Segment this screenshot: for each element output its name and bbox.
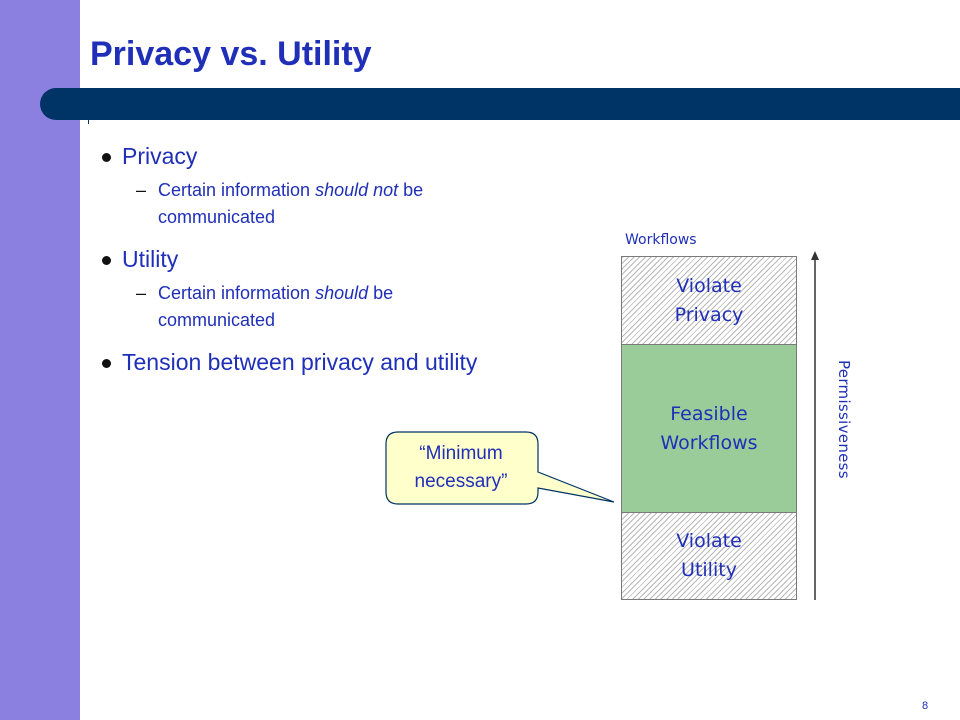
workflow-stack: Violate Privacy Feasible Workflows Viola… [621,256,797,600]
dash-marker: – [136,283,147,303]
bullet-text: Privacy [122,143,198,169]
bullet-utility: Utility [100,245,500,274]
slide-title: Privacy vs. Utility [90,35,372,73]
bullet-tension: Tension between privacy and utility [100,348,500,377]
callout-text: “Minimum necessary” [414,443,508,492]
title-band-tick [88,118,89,124]
permissiveness-arrow [811,251,819,600]
sub-text-emphasis: should [315,283,369,303]
sub-bullet-utility: – Certain information should be communic… [100,280,488,334]
sub-text-before: Certain information [158,283,316,303]
segment-violate-utility: Violate Utility [622,513,796,599]
title-underline-band [40,88,960,120]
workflows-header: Workflows [625,232,697,248]
bullet-dot [102,153,111,162]
segment-label: Feasible Workflows [660,402,758,454]
segment-label: Violate Privacy [674,274,744,326]
page-number: 8 [922,700,929,712]
bullet-dot [102,256,111,265]
left-accent-bar [0,0,80,720]
sub-text-after: be communicated [158,283,394,330]
segment-feasible-workflows: Feasible Workflows [622,345,796,513]
sub-text-after: be communicated [158,180,424,227]
segment-label: Violate Utility [676,530,742,581]
permissiveness-label: Permissiveness [835,360,853,479]
bullet-text: Tension between privacy and utility [122,349,478,375]
sub-bullet-privacy: – Certain information should not be comm… [100,177,488,231]
segment-violate-privacy: Violate Privacy [622,257,796,345]
sub-text-before: Certain information [158,180,316,200]
bullet-text: Utility [122,246,179,272]
dash-marker: – [136,180,147,200]
sub-text-emphasis: should not [315,180,399,200]
bullet-privacy: Privacy [100,142,500,171]
bullet-list: Privacy – Certain information should not… [100,142,500,383]
bullet-dot [102,359,111,368]
